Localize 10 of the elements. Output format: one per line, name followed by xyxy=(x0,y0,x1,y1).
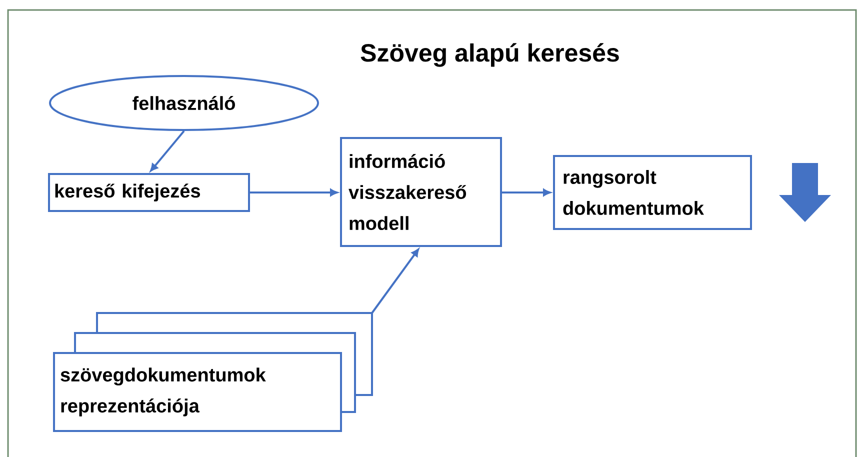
process-box: rangsorolt dokumentumok xyxy=(553,155,752,230)
arrow xyxy=(150,130,185,172)
document-stack: szövegdokumentumok reprezentációja xyxy=(53,312,373,432)
arrow xyxy=(502,188,551,196)
arrow xyxy=(371,248,419,314)
title: Szöveg alapú keresés xyxy=(360,43,619,67)
process-box: információ visszakereső modell xyxy=(340,137,502,247)
node-label: reprezentációja xyxy=(61,398,200,416)
arrow xyxy=(250,188,338,196)
process-box: kereső kifejezés xyxy=(48,173,250,212)
